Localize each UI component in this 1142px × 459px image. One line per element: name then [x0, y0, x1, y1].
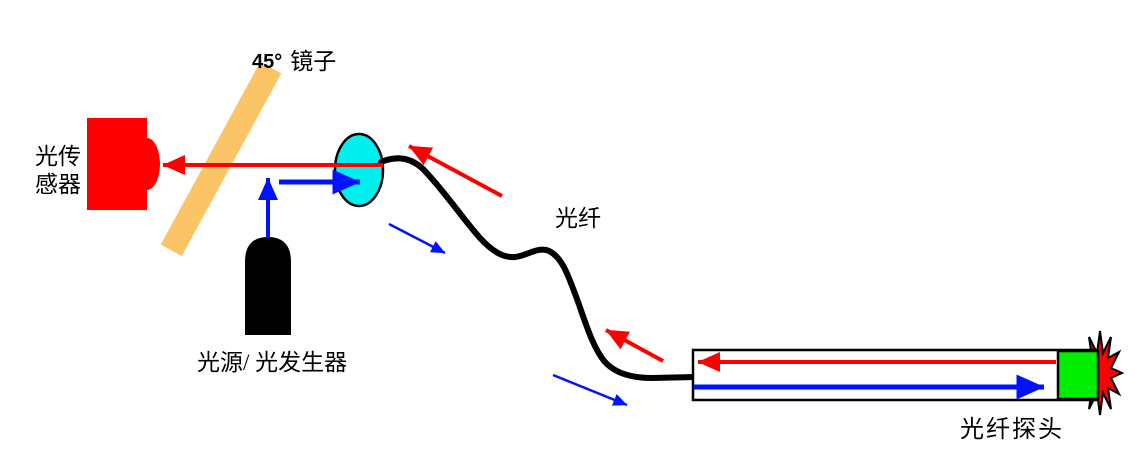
fiber-forward-direction-arrow-lower	[552, 373, 628, 407]
light-sensor-label: 光传 感器	[35, 144, 81, 197]
mirror-label: 45° 镜子	[252, 21, 336, 76]
fiber-probe-label: 光纤探头	[960, 417, 1064, 443]
fiber-forward-direction-arrow-upper	[388, 222, 446, 255]
optical-fiber-cable	[378, 155, 698, 381]
fiber-return-direction-arrow-lower	[605, 328, 664, 363]
coupling-lens	[333, 132, 385, 208]
optical-fiber-label: 光纤	[555, 206, 601, 231]
mirror-name-text: 镜子	[290, 49, 337, 74]
fiber-return-direction-arrow-upper	[408, 144, 503, 198]
fiber-probe-body	[691, 348, 1099, 402]
light-source-label: 光源/ 光发生器	[197, 350, 348, 375]
mirror-angle-text: 45°	[252, 51, 283, 73]
probe-tip-green	[1056, 349, 1100, 401]
light-source	[245, 237, 291, 335]
light-sensor	[87, 118, 160, 210]
mirror-45deg	[160, 61, 282, 257]
